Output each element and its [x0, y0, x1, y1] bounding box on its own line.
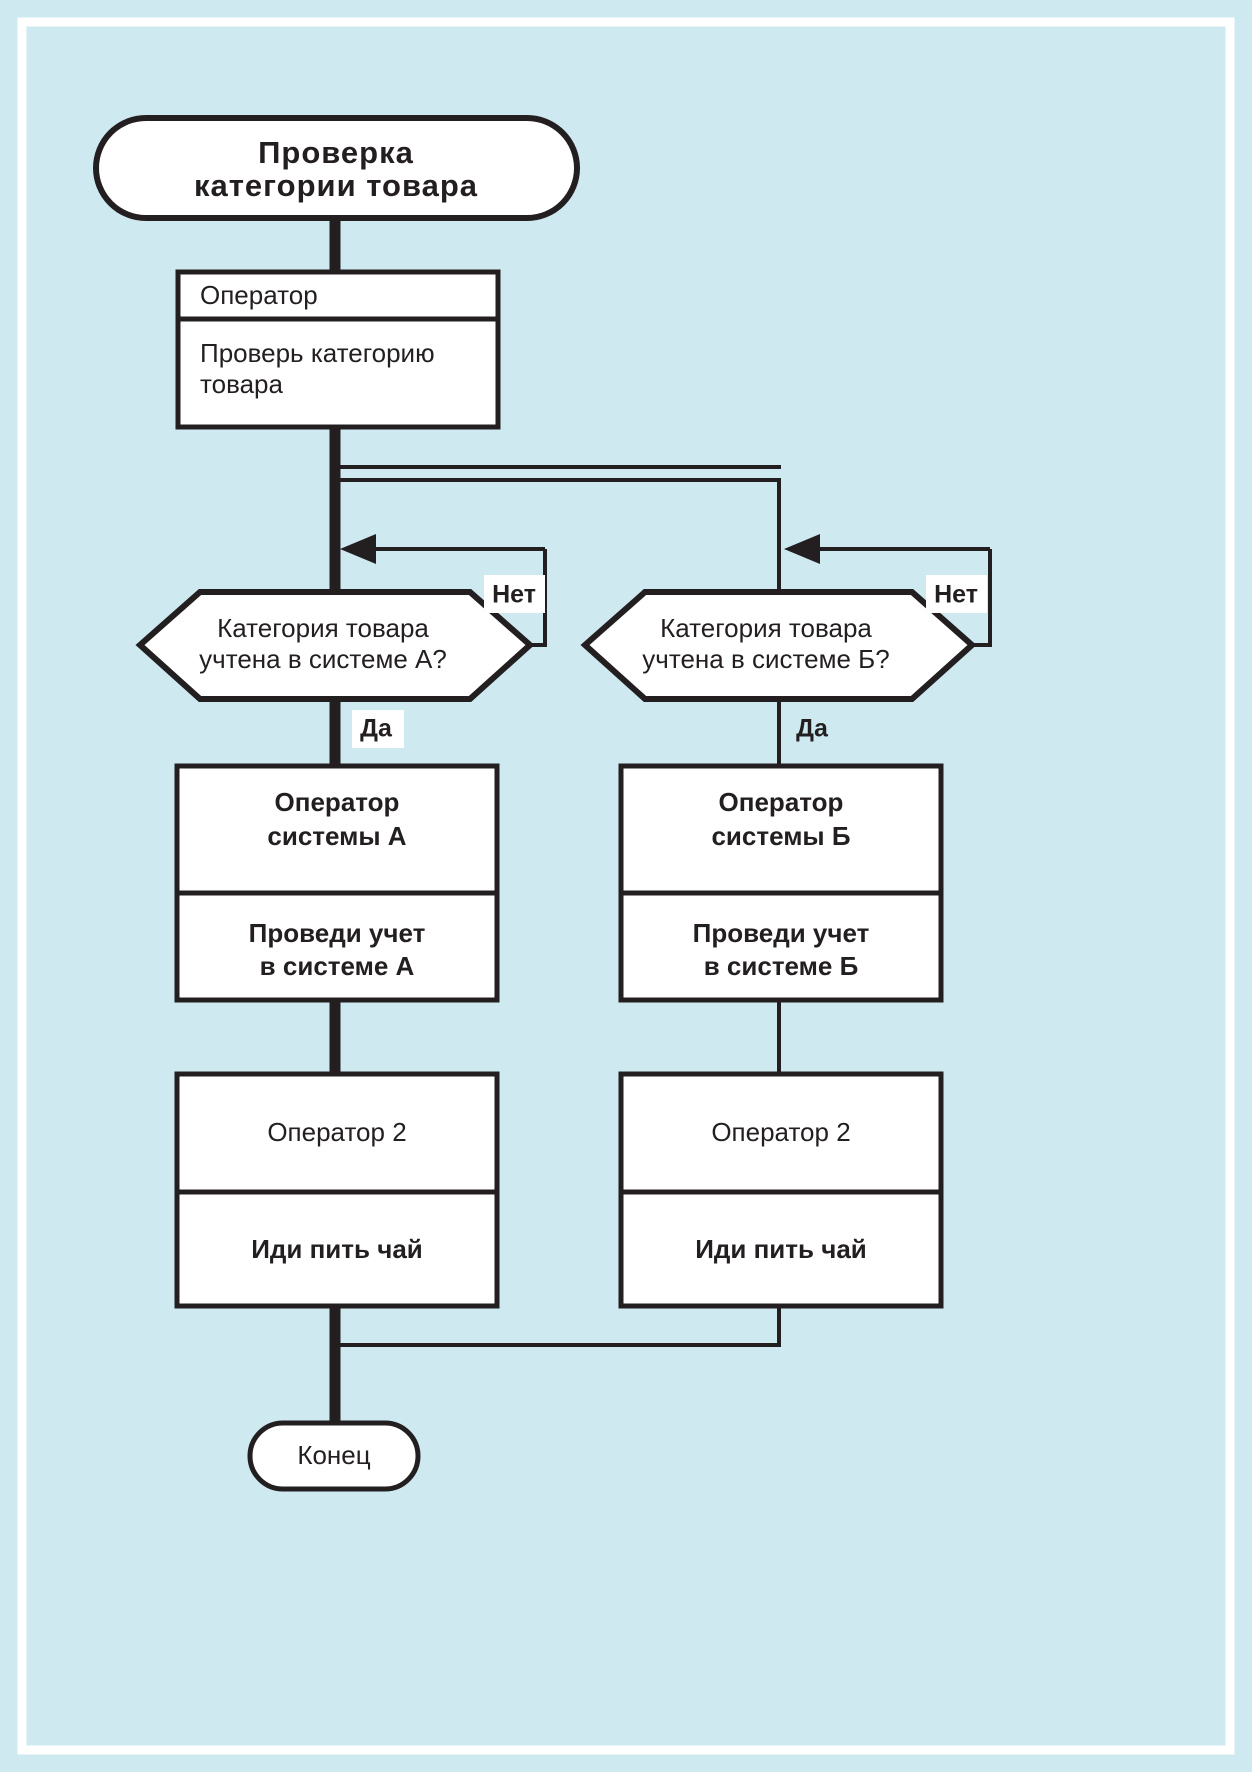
- node-op-check[interactable]: Оператор Проверь категорию товара: [175, 269, 501, 430]
- op-sys-b-body-line2: в системе Б: [704, 951, 859, 981]
- op2-right-header: Оператор 2: [711, 1117, 850, 1147]
- decision-b-yes-label: Да: [796, 715, 829, 743]
- edge-labels: Нет Нет Да Да: [352, 575, 987, 748]
- end-shape: [247, 1420, 421, 1492]
- node-op-sys-b[interactable]: Оператор системы Б Проведи учет в систем…: [618, 763, 944, 1003]
- node-op2-right[interactable]: Оператор 2 Иди пить чай: [618, 1071, 944, 1309]
- start-shape: [93, 115, 580, 221]
- node-end[interactable]: Конец: [247, 1420, 421, 1492]
- decision-b-no-label: Нет: [934, 581, 978, 609]
- op-sys-b-header-line2: системы Б: [711, 821, 850, 851]
- decision-a-no-label: Нет: [492, 581, 536, 609]
- decision-b-line2: учтена в системе Б?: [642, 644, 889, 674]
- op-sys-a-body-line1: Проведи учет: [249, 918, 426, 948]
- no-label-left-bg: [484, 575, 545, 613]
- op-sys-a-header-line2: системы А: [267, 821, 406, 851]
- start-title-line1: Проверка: [258, 135, 414, 170]
- op-check-body-line2: товара: [200, 369, 284, 399]
- arrowhead-no-loop-right: [784, 534, 820, 564]
- node-start[interactable]: Проверка категории товара: [93, 115, 580, 221]
- decision-a-line1: Категория товара: [217, 613, 429, 643]
- decision-a-yes-label: Да: [360, 715, 393, 743]
- node-decision-b[interactable]: Категория товара учтена в системе Б?: [580, 589, 977, 702]
- decision-b-shape: [580, 589, 977, 702]
- decision-a-shape: [135, 589, 535, 702]
- op-sys-a-body-line2: в системе А: [260, 951, 415, 981]
- op2-right-body: Иди пить чай: [695, 1234, 867, 1264]
- arrowhead-no-loop-left: [340, 534, 376, 564]
- op-sys-b-body-line1: Проведи учет: [693, 918, 870, 948]
- op-sys-a-shape: [174, 763, 500, 1003]
- op-sys-a-header-line1: Оператор: [275, 787, 400, 817]
- op-check-shape: [175, 269, 501, 430]
- yes-label-left-bg: [352, 710, 404, 748]
- op2-left-body: Иди пить чай: [251, 1234, 423, 1264]
- start-title-line2: категории товара: [194, 168, 478, 203]
- connectors: [329, 215, 992, 1424]
- op2-left-header: Оператор 2: [267, 1117, 406, 1147]
- node-op2-left[interactable]: Оператор 2 Иди пить чай: [174, 1071, 500, 1309]
- no-label-right-bg: [926, 575, 987, 613]
- end-label: Конец: [297, 1440, 370, 1470]
- op-sys-b-header-line1: Оператор: [719, 787, 844, 817]
- node-decision-a[interactable]: Категория товара учтена в системе А?: [135, 589, 535, 702]
- panel-frame: [17, 17, 1235, 1755]
- node-op-sys-a[interactable]: Оператор системы А Проведи учет в систем…: [174, 763, 500, 1003]
- op-sys-b-shape: [618, 763, 944, 1003]
- op-check-header: Оператор: [200, 280, 318, 310]
- decision-a-line2: учтена в системе А?: [199, 644, 447, 674]
- op-check-body-line1: Проверь категорию: [200, 338, 435, 368]
- decision-b-line1: Категория товара: [660, 613, 872, 643]
